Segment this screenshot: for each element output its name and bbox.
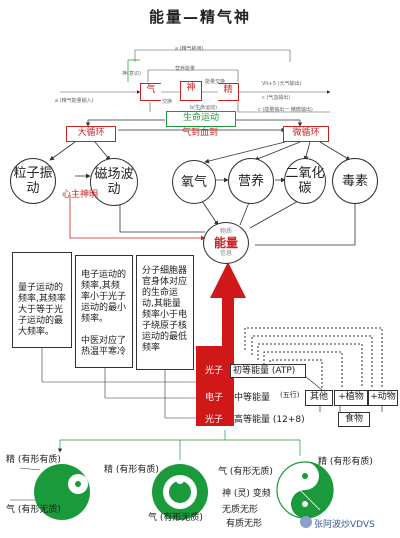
mini-label-life: b(生命运动): [190, 105, 218, 111]
box-big-cycle: 大循环: [66, 126, 116, 142]
c2-top-label: 精 (有形有质): [104, 465, 159, 475]
node-energy: 物质 能量 信息: [203, 222, 249, 264]
mini-label-nutrition: 营养能量: [175, 66, 196, 72]
box-qi: 气: [140, 83, 161, 101]
banner-qi-blood: 气到血到: [181, 128, 218, 138]
node-co2: 二氧化碳: [284, 158, 326, 204]
box-shen: 神: [180, 81, 202, 101]
c2-bottom-label: 气 (有形无质): [148, 513, 203, 523]
watermark-logo-icon: [300, 516, 312, 528]
mini-label-blood: c (气血输出): [262, 95, 291, 101]
box-plant: +植物: [334, 390, 368, 406]
text-box-molecule: 分子细胞器官身体对应的生命运动,其能量频率小于电子绕原子核运动的最低频率: [136, 255, 194, 370]
banner-life-motion: 生命运动: [166, 111, 236, 127]
yinyang-circles: [34, 461, 334, 520]
mini-label-consciousness: 神(意识): [122, 71, 141, 77]
caption-heart-spirit: 心主神明: [62, 190, 99, 200]
text-box-electron: 电子运动的频率,其频率小于光子运动的最小频率。 中医对应了热温平寒冷: [75, 255, 133, 368]
c1-bottom-label: 气 (有形无质): [6, 505, 61, 515]
energy-top-label: 物质: [219, 228, 232, 235]
level-row2-note: (五行): [280, 391, 300, 399]
mini-label-input: a (精气能量输入): [55, 98, 94, 104]
box-other: 其他: [305, 390, 333, 406]
c3-bottom-label-3: 有质无形: [226, 519, 263, 529]
box-animal: +动物: [368, 390, 398, 406]
text-box-quantum: 量子运动的频率,其频率大于等于光子运动的最大频率。: [12, 252, 72, 348]
level-row3-label: 高等能量 (12+8): [234, 415, 305, 425]
energy-bottom-label: 信息: [219, 250, 232, 257]
c3-mid-label: 气 (有形无质): [218, 467, 273, 477]
node-magnetic-wave: 磁场波动: [90, 158, 138, 206]
c1-top-label: 精 (有形有质): [6, 455, 61, 465]
mini-label-output: c (能量输出一 精微输出): [258, 107, 313, 113]
c3-bottom-label-1: 神 (灵) 变频: [222, 489, 271, 499]
box-micro-cycle: 微循环: [283, 126, 329, 142]
energy-main-label: 能量: [213, 236, 238, 250]
node-nutrition: 营养: [228, 158, 274, 204]
watermark-text: 张阿波炒VDVS: [314, 520, 375, 530]
mini-label-consume: a (精气耗用): [175, 46, 204, 52]
mini-label-yuanqi: Vit+5 (元气输出): [262, 81, 302, 87]
box-jing: 精: [218, 83, 239, 101]
level-row1-side: 光子: [204, 366, 223, 376]
c3-bottom-label-2: 无质无形: [222, 505, 259, 515]
node-particle-vibration: 粒子振动: [10, 158, 56, 204]
level-row3-side: 光子: [204, 415, 223, 425]
level-row1-label: 初等能量 (ATP): [230, 364, 306, 378]
page-title: 能量—精气神: [148, 8, 251, 26]
node-toxin: 毒素: [332, 158, 378, 204]
level-row2-side: 电子: [204, 393, 223, 403]
c3-top-label: 精 (有形有质): [318, 457, 373, 467]
level-red-column: [196, 346, 234, 426]
mini-label-exchange: 能量交换: [205, 79, 226, 85]
level-row2-label: 中等能量: [234, 393, 271, 403]
box-food: 食物: [338, 412, 370, 427]
mini-label-swap: 交换: [162, 99, 173, 105]
node-oxygen: 氧气: [172, 160, 216, 204]
